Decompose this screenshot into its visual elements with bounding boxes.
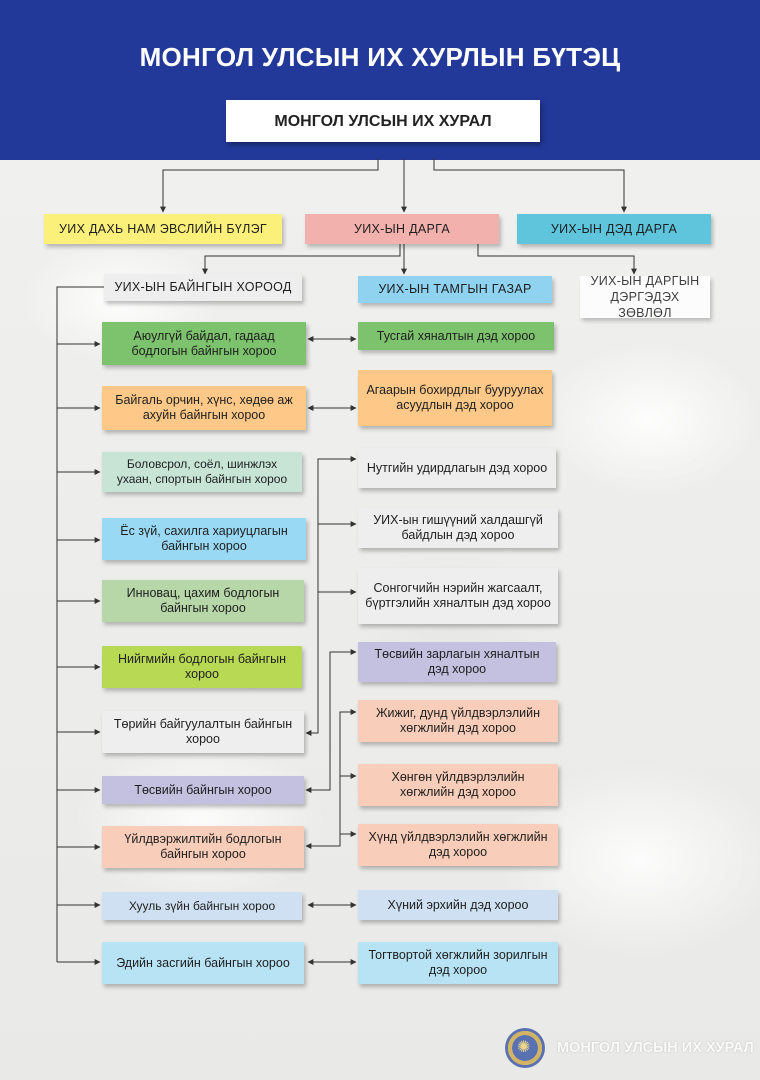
secretariat-box: УИХ-ЫН ТАМГЫН ГАЗАР [358,276,552,303]
footer-watermark: МОНГОЛ УЛСЫН ИХ ХУРАЛ [557,1040,754,1056]
subcommittee-5: Сонгогчийн нэрийн жагсаалт, бүртгэлийн х… [358,568,558,624]
standing-committee-7: Төрийн байгуулалтын байнгын хороо [102,711,304,753]
standing-committee-4: Ёс зүй, сахилга хариуцлагын байнгын хоро… [102,518,306,560]
standing-committee-2: Байгаль орчин, хүнс, хөдөө аж ахуйн байн… [102,386,306,430]
subcommittee-3: Нутгийн удирдлагын дэд хороо [358,448,556,488]
state-emblem-icon: ✺ [505,1028,545,1068]
standing-committee-6: Нийгмийн бодлогын байнгын хороо [102,646,302,688]
caucus-box: УИХ ДАХЬ НАМ ЭВСЛИЙН БҮЛЭГ [44,214,282,244]
vice-chairman-box: УИХ-ЫН ДЭД ДАРГА [517,214,711,244]
standing-committee-10: Хууль зүйн байнгын хороо [102,892,302,920]
subcommittee-2: Агаарын бохирдлыг бууруулах асуудлын дэд… [358,370,552,426]
standing-committee-8: Төсвийн байнгын хороо [102,776,304,804]
subcommittee-7: Жижиг, дунд үйлдвэрлэлийн хөгжлийн дэд х… [358,700,558,742]
root-box: МОНГОЛ УЛСЫН ИХ ХУРАЛ [226,100,540,142]
standing-committee-3: Боловсрол, соёл, шинжлэх ухаан, спортын … [102,452,302,492]
subcommittee-11: Тогтвортой хөгжлийн зорилгын дэд хороо [358,942,558,984]
standing-committee-1: Аюулгүй байдал, гадаад бодлогын байнгын … [102,322,306,365]
advisory-council-box: УИХ-ЫН ДАРГЫН ДЭРГЭДЭХ ЗӨВЛӨЛ [580,274,710,320]
subcommittee-9: Хүнд үйлдвэрлэлийн хөгжлийн дэд хороо [358,824,558,866]
subcommittee-8: Хөнгөн үйлдвэрлэлийн хөгжлийн дэд хороо [358,764,558,806]
standing-committee-9: Үйлдвэржилтийн бодлогын байнгын хороо [102,826,304,868]
subcommittee-1: Тусгай хяналтын дэд хороо [358,322,554,350]
chairman-box: УИХ-ЫН ДАРГА [305,214,499,244]
subcommittee-6: Төсвийн зарлагын хяналтын дэд хороо [358,642,556,682]
standing-committees-header: УИХ-ЫН БАЙНГЫН ХОРООД [104,274,302,301]
standing-committee-11: Эдийн засгийн байнгын хороо [102,942,304,984]
subcommittee-10: Хүний эрхийн дэд хороо [358,890,558,920]
subcommittee-4: УИХ-ын гишүүний халдашгүй байдлын дэд хо… [358,508,558,548]
standing-committee-5: Инновац, цахим бодлогын байнгын хороо [102,580,304,622]
page-title: МОНГОЛ УЛСЫН ИХ ХУРЛЫН БҮТЭЦ [139,42,621,72]
